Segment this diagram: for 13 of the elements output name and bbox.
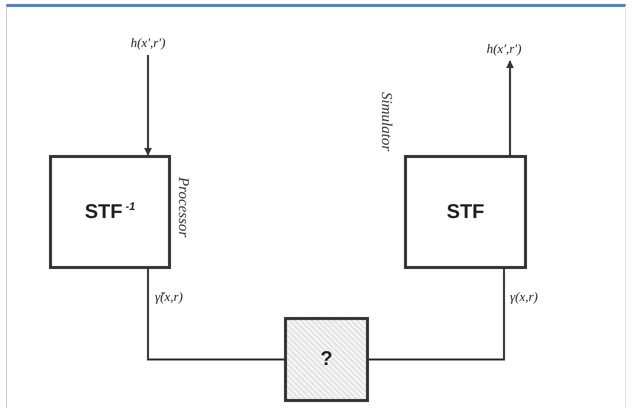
block-caption: Simulator: [377, 92, 394, 152]
process-box: STF$^{-1}$: [49, 155, 171, 269]
block-caption: Processor: [174, 177, 191, 238]
signal-label: h(x',r'): [130, 35, 166, 51]
arrow: [506, 60, 514, 155]
process-box: ?: [284, 317, 369, 402]
edge-label: γ(x,r): [510, 289, 538, 305]
connector-line: [147, 269, 284, 360]
arrow: [144, 55, 152, 156]
edge-label: γ̃(x,r): [155, 289, 183, 305]
signal-label: h(x',r'): [486, 41, 522, 57]
process-box: STF: [404, 155, 527, 269]
connector-line: [369, 269, 505, 360]
